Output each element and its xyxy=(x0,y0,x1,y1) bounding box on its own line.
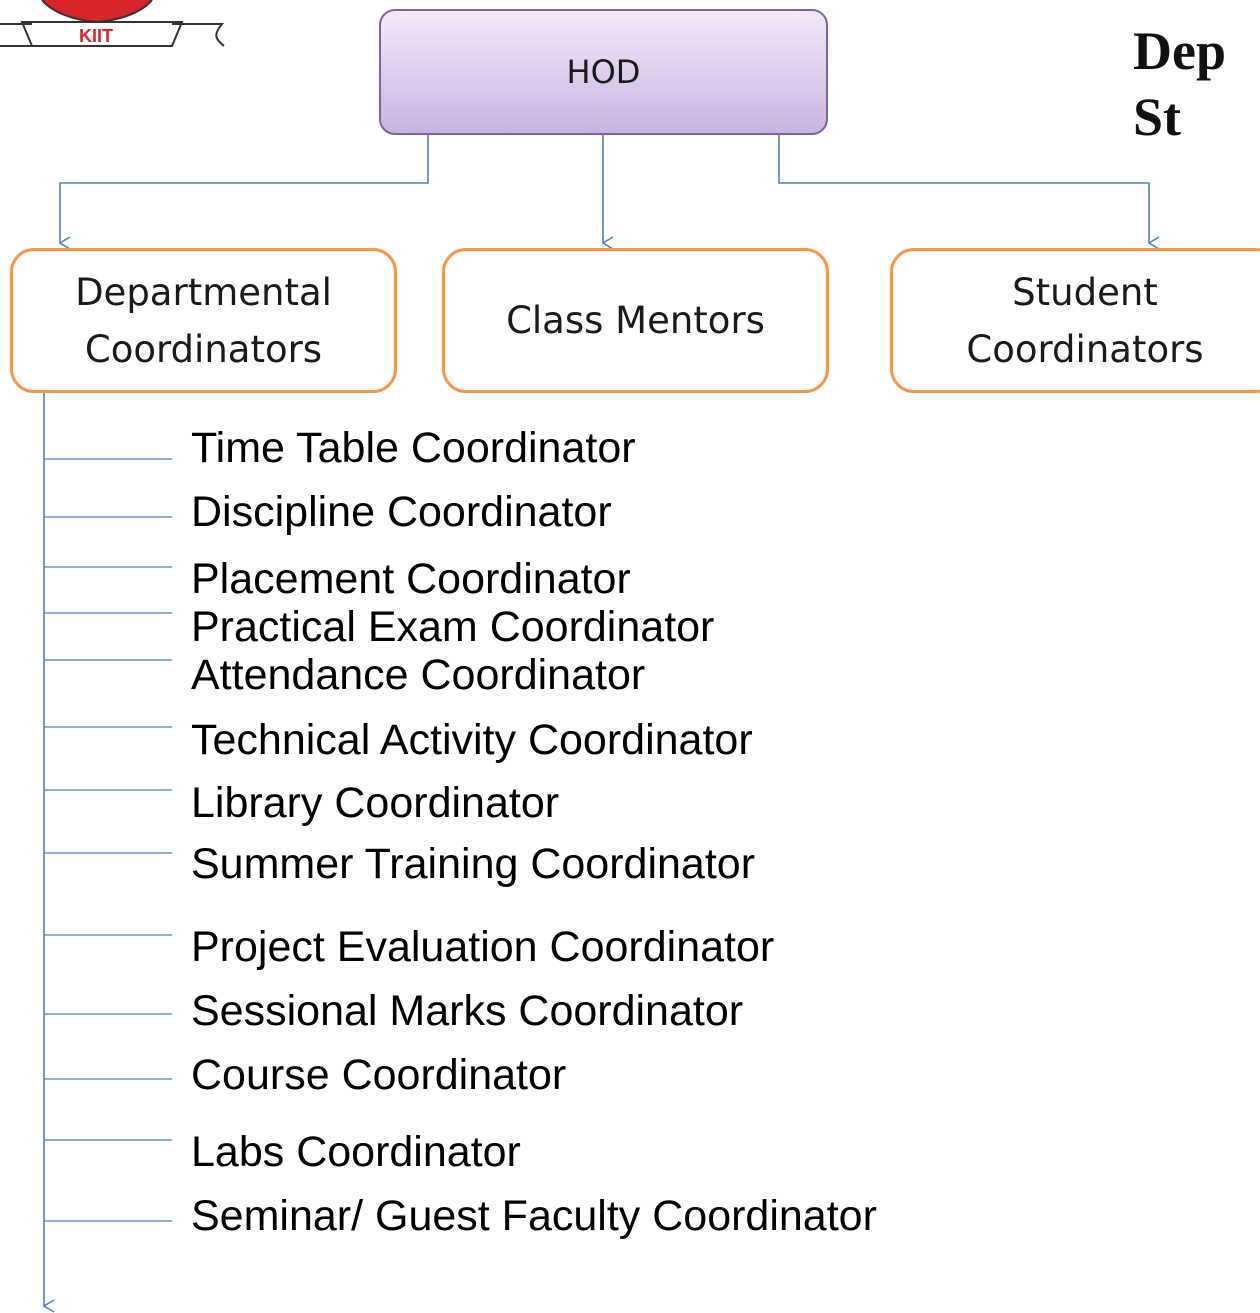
coordinator-item: Placement Coordinator xyxy=(191,555,631,603)
coordinator-item: Course Coordinator xyxy=(191,1051,567,1099)
kiit-logo-text: KIIT xyxy=(79,26,113,46)
departmental-coordinators-node: Departmental Coordinators xyxy=(10,248,397,393)
coordinator-item: Seminar/ Guest Faculty Coordinator xyxy=(191,1192,877,1240)
coordinator-item: Library Coordinator xyxy=(191,779,560,827)
coordinator-item: Project Evaluation Coordinator xyxy=(191,923,775,971)
coordinator-item: Time Table Coordinator xyxy=(191,424,636,472)
kiit-logo: KIIT xyxy=(0,0,225,47)
coordinator-item: Labs Coordinator xyxy=(191,1128,521,1176)
coordinator-item: Practical Exam Coordinator xyxy=(191,603,715,651)
connector-hod-to-departmental xyxy=(60,135,429,243)
coordinator-item: Technical Activity Coordinator xyxy=(191,716,753,764)
connector-hod-to-student xyxy=(778,135,1149,243)
page-title: Dep St xyxy=(1133,21,1226,147)
coordinator-item: Sessional Marks Coordinator xyxy=(191,987,744,1035)
hod-node: HOD xyxy=(379,9,828,135)
hod-label: HOD xyxy=(566,53,641,91)
coordinator-item: Discipline Coordinator xyxy=(191,488,612,536)
coordinator-item: Summer Training Coordinator xyxy=(191,840,756,888)
class-mentors-label: Class Mentors xyxy=(506,299,765,342)
coordinator-item: Attendance Coordinator xyxy=(191,651,646,699)
student-coordinators-node: Student Coordinators xyxy=(890,248,1260,393)
departmental-coordinators-label: Departmental Coordinators xyxy=(75,270,332,371)
student-coordinators-label: Student Coordinators xyxy=(966,270,1204,371)
class-mentors-node: Class Mentors xyxy=(442,248,829,393)
